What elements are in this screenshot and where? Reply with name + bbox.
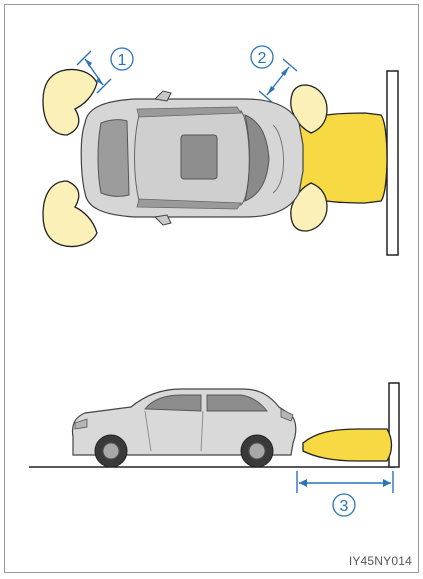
side-view-detection-zone — [303, 429, 392, 461]
callout-3-dimension — [297, 471, 393, 493]
car-top-view — [81, 91, 303, 225]
callout-1-label: 1 — [118, 52, 127, 69]
parking-sensor-diagram: 1 2 — [5, 5, 420, 574]
diagram-frame: 1 2 — [4, 4, 419, 573]
image-code: IY45NY014 — [349, 554, 412, 568]
wall-top-view — [387, 71, 398, 255]
car-side-view — [73, 389, 296, 467]
callout-3-label: 3 — [340, 498, 349, 515]
callout-2-label: 2 — [258, 50, 267, 67]
